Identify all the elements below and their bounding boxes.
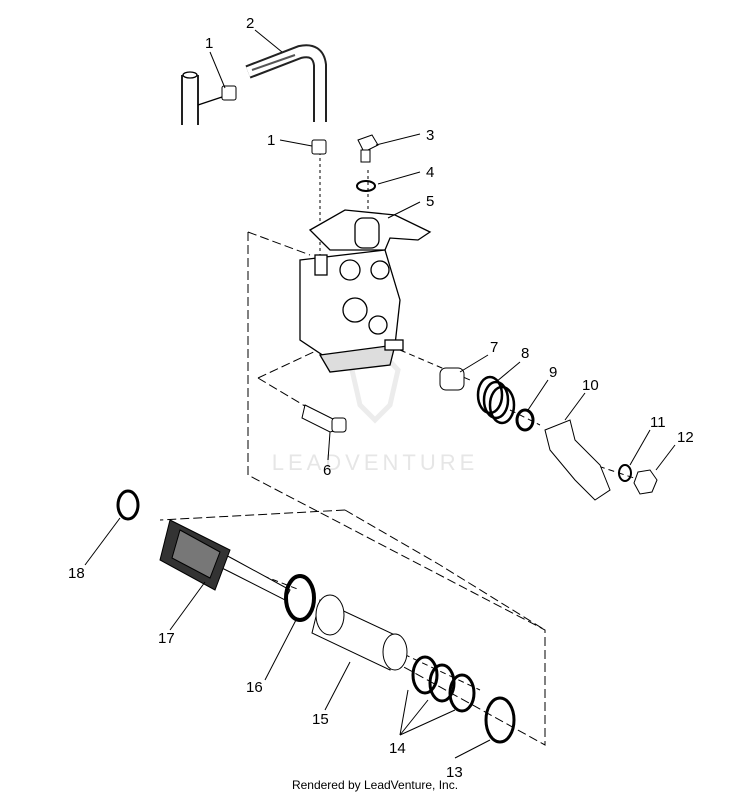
callout-18: 18 (68, 565, 85, 582)
hose-clamp-lower (311, 139, 327, 155)
hose-clamp-top (221, 85, 327, 155)
callout-1b: 1 (267, 132, 275, 149)
callout-6: 6 (323, 462, 331, 479)
screw (301, 404, 347, 433)
leader-lines (84, 29, 676, 759)
pump-sleeve (311, 594, 408, 671)
o-ring-13 (484, 696, 516, 744)
callout-11: 11 (650, 414, 666, 431)
oil-pump-body (299, 209, 432, 373)
callout-15: 15 (312, 711, 329, 728)
callout-8: 8 (521, 345, 529, 362)
callout-13: 13 (446, 764, 463, 781)
washer-18 (116, 489, 140, 521)
o-ring-16 (284, 574, 316, 622)
callout-12: 12 (677, 429, 694, 446)
callout-9: 9 (549, 364, 557, 381)
callout-10: 10 (582, 377, 599, 394)
callout-3: 3 (426, 127, 434, 144)
washer-11 (618, 464, 632, 482)
shims (411, 655, 476, 713)
control-lever (544, 419, 611, 501)
callout-2: 2 (246, 15, 254, 32)
callout-4: 4 (426, 164, 434, 181)
banjo-bolt (357, 134, 379, 163)
watermark-text: LEADVENTURE (272, 450, 479, 475)
washer-9 (515, 408, 535, 432)
footer-credit: Rendered by LeadVenture, Inc. (291, 778, 459, 792)
callout-16: 16 (246, 679, 263, 696)
callout-7: 7 (490, 339, 498, 356)
nut (633, 469, 658, 495)
callouts: 1 2 1 3 4 5 7 8 9 10 11 12 6 18 17 16 15… (68, 15, 694, 781)
callout-1a: 1 (205, 35, 213, 52)
hose (181, 44, 327, 125)
collar (439, 367, 465, 391)
watermark: LEADVENTURE (272, 341, 479, 475)
callout-5: 5 (426, 193, 434, 210)
spring (476, 375, 516, 425)
sealing-washer (356, 180, 376, 192)
callout-14: 14 (389, 740, 406, 757)
callout-17: 17 (158, 630, 175, 647)
drive-gear-shaft (159, 519, 291, 601)
